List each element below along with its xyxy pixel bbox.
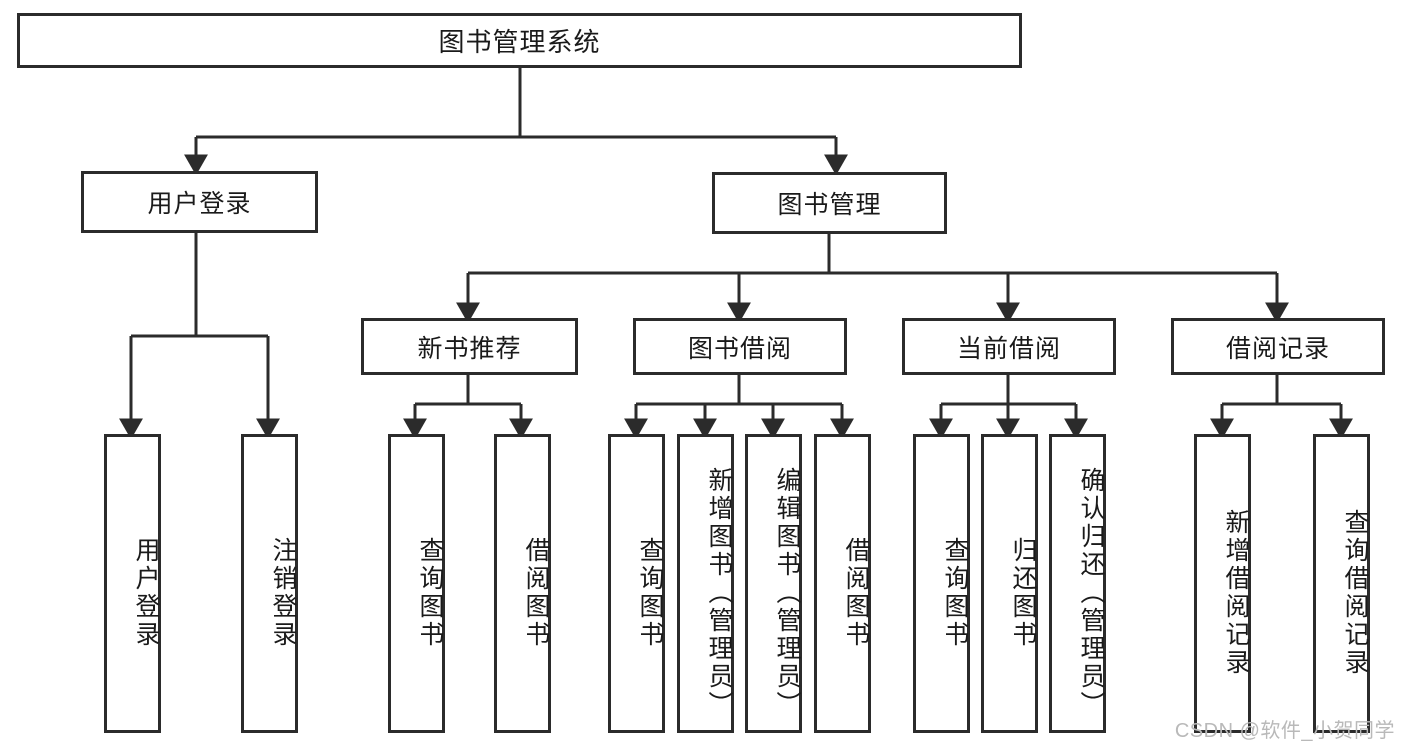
node-current-borrow[interactable]: 当前借阅	[902, 318, 1116, 375]
leaf-logout[interactable]: 注销登录	[241, 434, 298, 733]
leaf-add-book-admin[interactable]: 新增图书（管理员）	[677, 434, 734, 733]
leaf-query-book-borrow[interactable]: 查询图书	[608, 434, 665, 733]
leaf-query-book-current[interactable]: 查询图书	[913, 434, 970, 733]
node-label: 用户登录	[147, 190, 252, 218]
leaf-borrow-book[interactable]: 借阅图书	[814, 434, 871, 733]
node-book-borrow[interactable]: 图书借阅	[633, 318, 847, 375]
node-label: 图书管理系统	[438, 27, 601, 57]
leaf-query-borrow-record[interactable]: 查询借阅记录	[1313, 434, 1370, 733]
node-root-book-management-system[interactable]: 图书管理系统	[17, 13, 1022, 68]
node-label: 查询图书	[941, 536, 969, 649]
leaf-borrow-book-recommend[interactable]: 借阅图书	[494, 434, 551, 733]
node-label: 编辑图书（管理员）	[773, 466, 801, 719]
node-label: 查询借阅记录	[1341, 508, 1369, 677]
leaf-confirm-return-admin[interactable]: 确认归还（管理员）	[1049, 434, 1106, 733]
node-label: 新增图书（管理员）	[705, 466, 733, 719]
node-label: 用户登录	[132, 536, 160, 649]
node-label: 查询图书	[636, 536, 664, 649]
node-label: 图书管理	[777, 191, 882, 219]
watermark-text: CSDN @软件_小贺同学	[1174, 720, 1395, 742]
node-label: 新书推荐	[417, 334, 522, 363]
node-label: 确认归还（管理员）	[1077, 466, 1105, 719]
node-label: 图书借阅	[687, 334, 792, 363]
leaf-edit-book-admin[interactable]: 编辑图书（管理员）	[745, 434, 802, 733]
node-label: 归还图书	[1009, 536, 1037, 649]
leaf-query-book-recommend[interactable]: 查询图书	[388, 434, 445, 733]
node-label: 新增借阅记录	[1222, 508, 1250, 677]
node-label: 借阅图书	[842, 536, 870, 649]
node-label: 查询图书	[416, 536, 444, 649]
leaf-user-login[interactable]: 用户登录	[104, 434, 161, 733]
node-label: 借阅图书	[522, 536, 550, 649]
node-label: 借阅记录	[1225, 334, 1330, 363]
node-label: 注销登录	[269, 536, 297, 649]
node-borrow-records[interactable]: 借阅记录	[1171, 318, 1385, 375]
leaf-add-borrow-record[interactable]: 新增借阅记录	[1194, 434, 1251, 733]
leaf-return-book[interactable]: 归还图书	[981, 434, 1038, 733]
node-new-book-recommend[interactable]: 新书推荐	[361, 318, 578, 375]
node-user-login[interactable]: 用户登录	[81, 171, 318, 233]
node-book-management[interactable]: 图书管理	[712, 172, 947, 234]
node-label: 当前借阅	[956, 334, 1061, 363]
